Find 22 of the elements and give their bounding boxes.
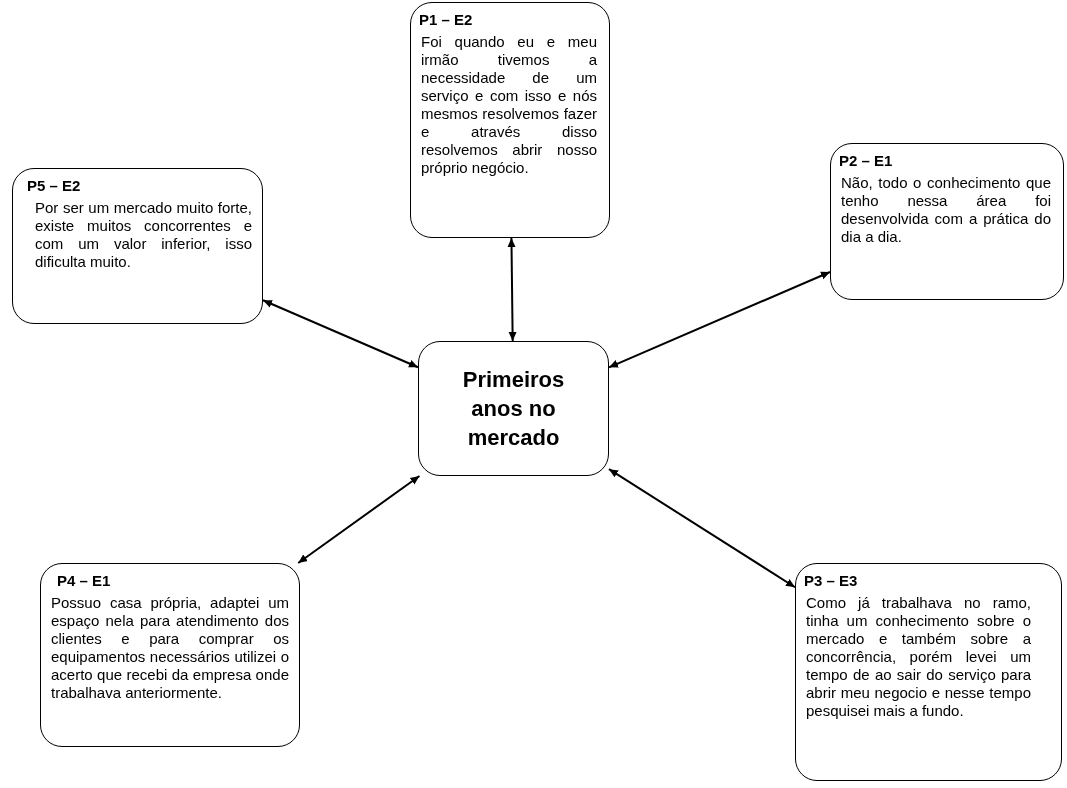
double-arrow — [608, 270, 831, 369]
quote-text: Não, todo o conhecimento que tenho nessa área foi desenvolvida com a prática do dia a dia. — [840, 174, 1052, 246]
quote-box — [410, 2, 610, 238]
quote-heading: P2 – E1 — [839, 152, 893, 170]
quote-heading: P5 – E2 — [27, 177, 81, 195]
quote-heading: P4 – E1 — [57, 572, 111, 590]
double-arrow — [262, 299, 419, 369]
quote-box — [795, 563, 1062, 781]
quote-heading: P3 – E3 — [804, 572, 858, 590]
quote-text: Como já trabalhava no ramo, tinha um conhecimento sobre o mercado e também sobre a concorrência, porém levei um tempo de ao sair do serviço para abrir meu negocio e nesse tempo pesquisei mais a fundo. — [805, 594, 1032, 720]
topic-box — [418, 341, 609, 476]
double-arrow — [297, 475, 421, 564]
quote-box — [830, 143, 1064, 300]
quote-box — [40, 563, 300, 747]
quote-box — [12, 168, 263, 324]
quote-text: Possuo casa própria, adaptei um espaço nela para atendimento dos clientes e para comprar os equipamentos necessários utilizei o acerto que recebi da empresa onde trabalhava anteriormente. — [50, 594, 290, 702]
quote-text: Por ser um mercado muito forte, existe muitos concorrentes e com um valor inferior, isso dificulta muito. — [34, 199, 253, 271]
quote-text: Foi quando eu e meu irmão tivemos a necessidade de um serviço e com isso e nós mesmos resolvemos fazer e através disso resolvemos abrir nosso próprio negócio. — [420, 33, 598, 177]
double-arrow — [507, 237, 517, 342]
topic-title: Primeiros anos no mercado — [461, 366, 566, 452]
double-arrow — [608, 468, 796, 589]
quote-heading: P1 – E2 — [419, 11, 473, 29]
